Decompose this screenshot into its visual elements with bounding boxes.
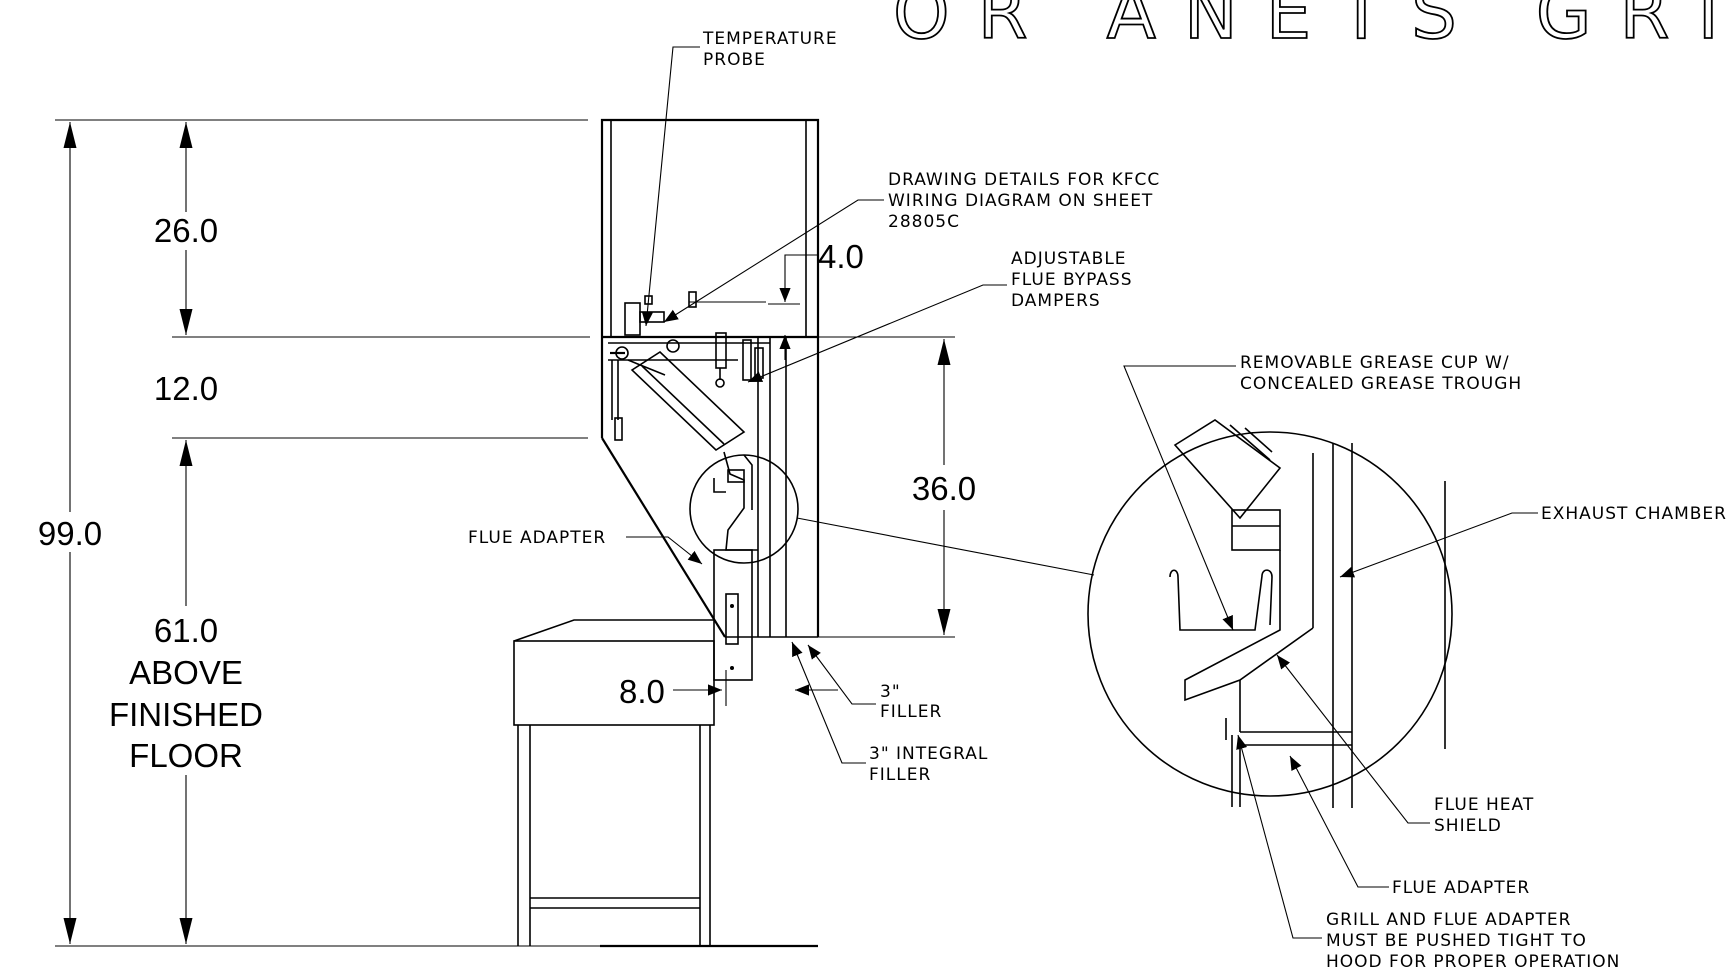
- note-drawing-details-3: 28805C: [888, 212, 960, 232]
- grill-stand: [513, 619, 715, 946]
- note-flue-heat-shield-2: SHIELD: [1434, 816, 1502, 836]
- drawing-title: OR ANETS GRILL: [893, 0, 1732, 55]
- note-bypass-dampers-1: ADJUSTABLE: [1011, 249, 1127, 269]
- dim-4: 4.0: [818, 238, 864, 275]
- dim-12: 12.0: [154, 370, 218, 407]
- note-flue-heat-shield-1: FLUE HEAT: [1434, 795, 1534, 815]
- note-flue-adapter-left: FLUE ADAPTER: [468, 528, 606, 548]
- note-integral-filler-2: FILLER: [869, 765, 931, 785]
- note-drawing-details-1: DRAWING DETAILS FOR KFCC: [888, 170, 1160, 190]
- note-filler-2: FILLER: [880, 702, 942, 722]
- note-bypass-dampers-2: FLUE BYPASS: [1011, 270, 1132, 290]
- note-grease-cup-1: REMOVABLE GREASE CUP W/: [1240, 353, 1510, 373]
- dim-8: 8.0: [619, 673, 665, 710]
- dimension-lines: [55, 119, 955, 948]
- detail-circle-small: [689, 454, 1095, 576]
- dim-61-above: ABOVE: [129, 654, 243, 691]
- callout-notes: TEMPERATURE PROBE DRAWING DETAILS FOR KF…: [468, 29, 1727, 972]
- note-filler-1: 3": [880, 682, 901, 702]
- enlarged-detail: [1087, 419, 1453, 808]
- dim-61-finished: FINISHED: [109, 696, 263, 733]
- dim-26: 26.0: [154, 212, 218, 249]
- dim-61-floor: FLOOR: [129, 737, 243, 774]
- leader-lines: [626, 46, 1538, 939]
- dim-36: 36.0: [912, 470, 976, 507]
- note-flue-adapter-detail: FLUE ADAPTER: [1392, 878, 1530, 898]
- note-grease-cup-2: CONCEALED GREASE TROUGH: [1240, 374, 1522, 394]
- dimension-labels: 26.0 12.0 99.0 61.0 ABOVE FINISHED FLOOR…: [38, 212, 976, 774]
- dim-99: 99.0: [38, 515, 102, 552]
- note-bypass-dampers-3: DAMPERS: [1011, 291, 1101, 311]
- note-push-tight-2: MUST BE PUSHED TIGHT TO: [1326, 931, 1587, 951]
- note-drawing-details-2: WIRING DIAGRAM ON SHEET: [888, 191, 1153, 211]
- note-exhaust-chamber: EXHAUST CHAMBER: [1541, 504, 1727, 524]
- dim-61: 61.0: [154, 612, 218, 649]
- note-integral-filler-1: 3" INTEGRAL: [869, 744, 988, 764]
- note-temperature-probe-1: TEMPERATURE: [702, 29, 838, 49]
- note-temperature-probe-2: PROBE: [703, 50, 766, 70]
- hood-body: [600, 118, 820, 681]
- note-push-tight-3: HOOD FOR PROPER OPERATION: [1326, 952, 1620, 972]
- note-push-tight-1: GRILL AND FLUE ADAPTER: [1326, 910, 1571, 930]
